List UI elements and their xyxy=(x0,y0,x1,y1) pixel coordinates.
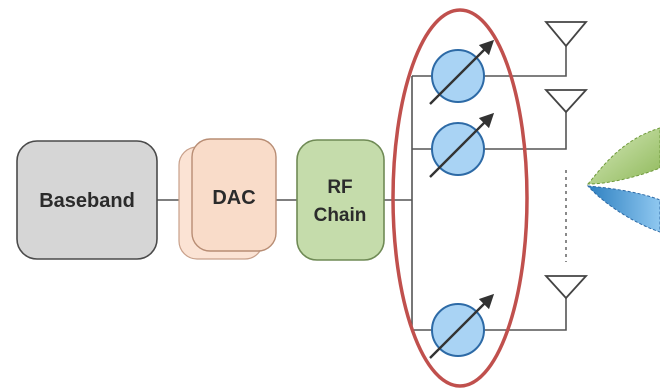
dac-front-card xyxy=(191,138,277,252)
dac-label: DAC xyxy=(212,187,255,209)
shifter-2-to-antenna-2-line xyxy=(484,112,567,150)
phase-shifter-1-arrow xyxy=(429,39,495,105)
antenna-2-icon xyxy=(543,89,589,114)
phase-shifter-1 xyxy=(429,39,495,105)
phase-shifter-highlight-ellipse xyxy=(391,8,529,388)
phase-shifter-3-arrow xyxy=(429,293,495,359)
beam-lobe-blue xyxy=(586,185,660,233)
beam-pattern xyxy=(586,127,660,233)
signal-connectors xyxy=(157,46,567,331)
phase-shifter-2-arrow xyxy=(429,112,495,178)
antenna-1-icon xyxy=(544,21,588,48)
rf-chain-label-line2: Chain xyxy=(314,205,367,226)
beam-lobe-green xyxy=(586,127,660,185)
shifter-1-to-antenna-1-line xyxy=(484,46,567,77)
antenna-4-icon xyxy=(543,275,589,300)
shifter-3-to-antenna-4-line xyxy=(484,298,567,331)
baseband-block: Baseband xyxy=(16,140,158,260)
baseband-label: Baseband xyxy=(39,190,135,212)
antenna-icon xyxy=(543,21,589,300)
phase-shifter-3 xyxy=(429,293,495,359)
phase-shifter-2 xyxy=(429,112,495,178)
rf-chain-label-line1: RF xyxy=(327,177,352,198)
dac-block: DAC xyxy=(178,138,277,260)
rf-chain-block: RF Chain xyxy=(296,139,385,261)
